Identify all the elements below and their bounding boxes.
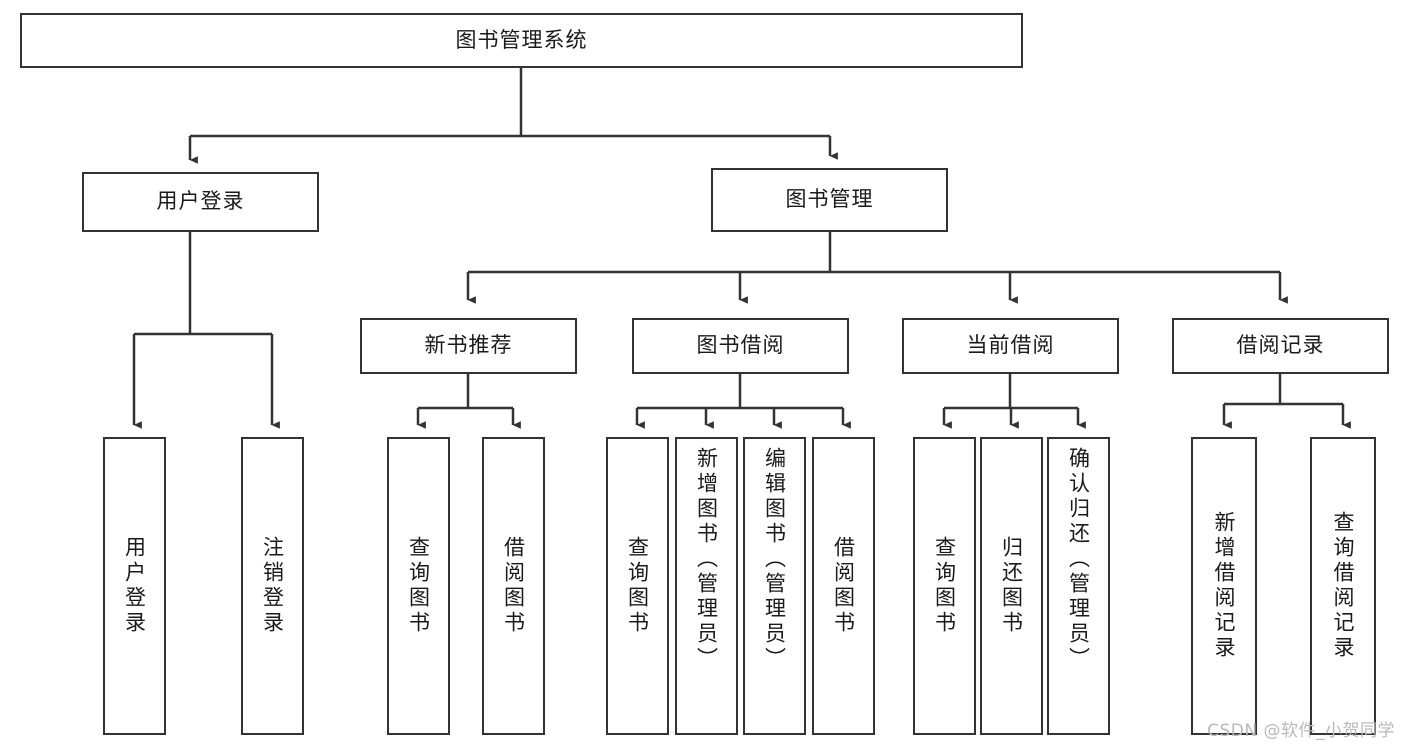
watermark-text: CSDN @软件_小贺同学 <box>1207 721 1395 741</box>
node-book-borrow[interactable]: 图书借阅 <box>632 318 849 374</box>
node-label: 归还图书 <box>999 536 1024 636</box>
node-label: 借阅图书 <box>831 536 856 636</box>
node-label: 新增图书（管理员） <box>694 447 719 672</box>
node-label: 图书管理系统 <box>455 27 588 52</box>
node-book-management[interactable]: 图书管理 <box>711 168 948 232</box>
leaf-book-borrow-borrow-book[interactable]: 借阅图书 <box>812 437 875 735</box>
leaf-new-book-borrow-book[interactable]: 借阅图书 <box>482 437 545 735</box>
node-current-borrow[interactable]: 当前借阅 <box>902 318 1119 374</box>
node-borrow-record[interactable]: 借阅记录 <box>1172 318 1389 374</box>
leaf-borrow-record-add-record[interactable]: 新增借阅记录 <box>1191 437 1257 735</box>
node-label: 用户登录 <box>156 189 245 214</box>
node-label: 图书管理 <box>785 187 874 212</box>
node-label: 用户登录 <box>122 536 147 636</box>
node-root-book-management-system[interactable]: 图书管理系统 <box>20 13 1023 68</box>
node-label: 注销登录 <box>260 536 285 636</box>
node-label: 查询图书 <box>932 536 957 636</box>
node-label: 查询图书 <box>625 536 650 636</box>
node-label: 新书推荐 <box>424 333 513 358</box>
leaf-current-borrow-confirm-return-admin[interactable]: 确认归还（管理员） <box>1047 437 1110 735</box>
leaf-book-borrow-edit-book-admin[interactable]: 编辑图书（管理员） <box>743 437 806 735</box>
node-label: 确认归还（管理员） <box>1066 447 1091 672</box>
node-label: 当前借阅 <box>966 333 1055 358</box>
leaf-user-login-logout[interactable]: 注销登录 <box>241 437 304 735</box>
node-label: 借阅记录 <box>1236 333 1325 358</box>
leaf-current-borrow-query-book[interactable]: 查询图书 <box>913 437 976 735</box>
leaf-current-borrow-return-book[interactable]: 归还图书 <box>980 437 1043 735</box>
node-label: 查询图书 <box>406 536 431 636</box>
node-label: 图书借阅 <box>696 333 785 358</box>
node-label: 借阅图书 <box>501 536 526 636</box>
leaf-new-book-query-book[interactable]: 查询图书 <box>387 437 450 735</box>
leaf-book-borrow-add-book-admin[interactable]: 新增图书（管理员） <box>675 437 738 735</box>
node-new-book-recommend[interactable]: 新书推荐 <box>360 318 577 374</box>
leaf-book-borrow-query-book[interactable]: 查询图书 <box>606 437 669 735</box>
node-label: 查询借阅记录 <box>1331 511 1356 661</box>
leaf-borrow-record-query-record[interactable]: 查询借阅记录 <box>1310 437 1376 735</box>
node-label: 编辑图书（管理员） <box>762 447 787 672</box>
leaf-user-login-login[interactable]: 用户登录 <box>103 437 166 735</box>
node-user-login[interactable]: 用户登录 <box>82 172 319 232</box>
node-label: 新增借阅记录 <box>1212 511 1237 661</box>
